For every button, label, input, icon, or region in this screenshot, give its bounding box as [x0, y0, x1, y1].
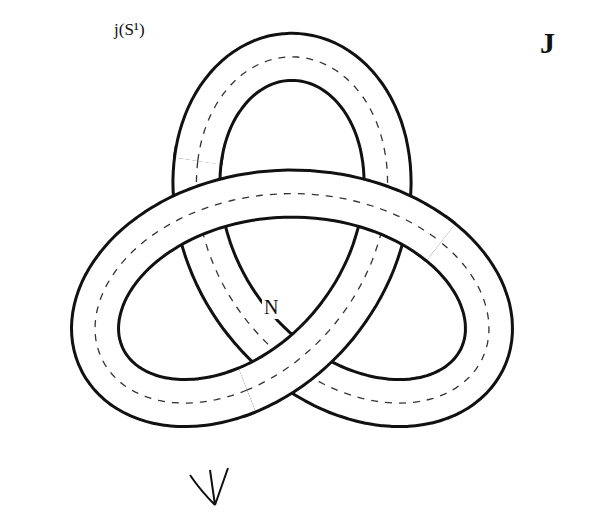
band-twist — [190, 468, 228, 505]
curve-label: j(S¹) — [112, 20, 147, 40]
band-label: N — [262, 296, 280, 319]
band-stroke — [95, 194, 441, 404]
band-stroke — [95, 194, 441, 404]
band-stroke — [95, 194, 441, 404]
knot-label: J — [540, 26, 555, 60]
